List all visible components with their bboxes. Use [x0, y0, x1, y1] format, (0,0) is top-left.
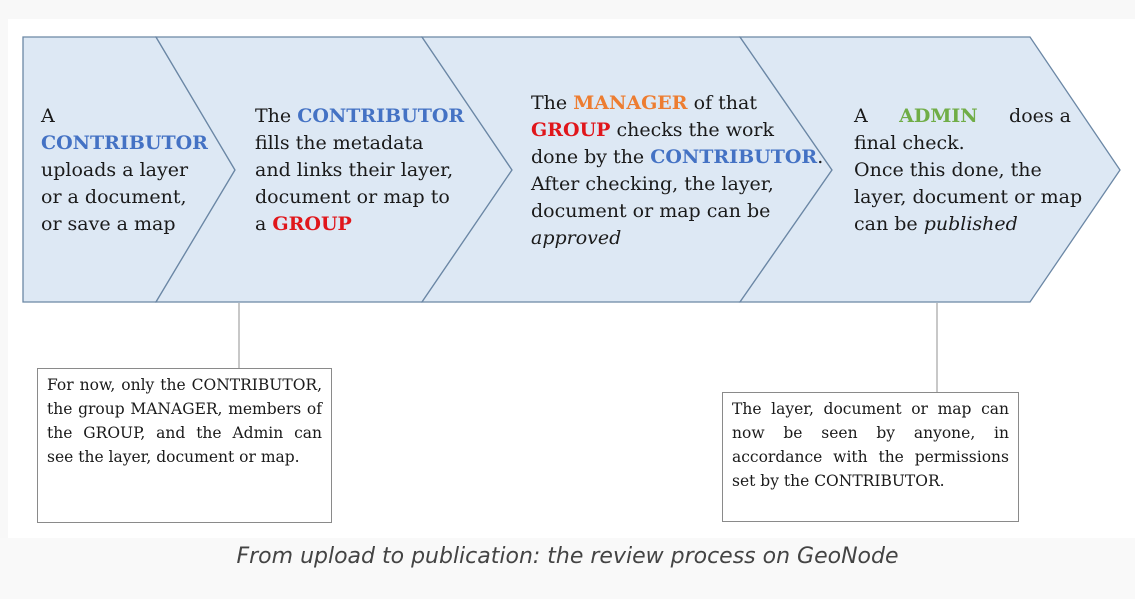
step-text-line: The CONTRIBUTOR: [255, 103, 475, 130]
step-publish-text: A ADMIN does a final check. Once this done…: [854, 103, 1084, 238]
step-text: The: [531, 92, 574, 114]
step-text: of that: [687, 92, 757, 114]
contributor-role: CONTRIBUTOR: [41, 132, 208, 154]
step-text-line: approved: [531, 225, 831, 252]
step-text: done by the: [531, 146, 651, 168]
admin-role: ADMIN: [899, 105, 978, 127]
figure-caption: From upload to publication: the review p…: [0, 538, 1135, 599]
step-text-line: layer, document or map: [854, 186, 1083, 208]
step-text-line: done by the CONTRIBUTOR.: [531, 144, 831, 171]
step-text-line: The MANAGER of that: [531, 90, 831, 117]
step-text-line: After checking, the layer,: [531, 173, 774, 195]
step-text-line: or save a map: [41, 213, 176, 235]
manager-role: MANAGER: [573, 92, 688, 114]
step-text: does a: [1009, 105, 1071, 127]
group-role: GROUP: [272, 213, 352, 235]
step-text: a: [255, 213, 273, 235]
approved-status: approved: [531, 227, 622, 249]
step-text-line: final check.: [854, 132, 965, 154]
step-text: checks the work: [610, 119, 774, 141]
published-status: published: [923, 213, 1018, 235]
step-text-line: fills the metadata: [255, 132, 424, 154]
step-text-line: or a document,: [41, 186, 187, 208]
step-text-line: A: [41, 105, 55, 127]
step-text-line: document or map to: [255, 186, 450, 208]
group-role: GROUP: [531, 119, 611, 141]
chevron-step-4: [738, 36, 1121, 303]
step-text: can be: [854, 213, 924, 235]
step-metadata-text: The CONTRIBUTOR fills the metadata and l…: [255, 103, 475, 238]
step-text-line: document or map can be: [531, 200, 771, 222]
step-text: The: [255, 105, 298, 127]
step-text-line: Once this done, the: [854, 159, 1042, 181]
step-text-line: and links their layer,: [255, 159, 454, 181]
step-text-line: can be published: [854, 211, 1084, 238]
contributor-role: CONTRIBUTOR: [297, 105, 465, 127]
note-visibility-after: The layer, document or map can now be se…: [722, 392, 1019, 522]
step-text: .: [817, 146, 824, 168]
step-text-line: GROUP checks the work: [531, 117, 831, 144]
contributor-role: CONTRIBUTOR: [650, 146, 818, 168]
note-visibility-before: For now, only the CONTRIBUTOR, the group…: [37, 368, 332, 523]
step-text-line: a GROUP: [255, 211, 475, 238]
step-text-line: uploads a layer: [41, 159, 189, 181]
step-review-text: The MANAGER of that GROUP checks the wor…: [531, 90, 831, 252]
step-upload-text: A CONTRIBUTOR uploads a layer or a docum…: [41, 103, 211, 238]
step-text-line: A ADMIN does a: [854, 103, 1071, 130]
step-text: A: [854, 105, 868, 127]
